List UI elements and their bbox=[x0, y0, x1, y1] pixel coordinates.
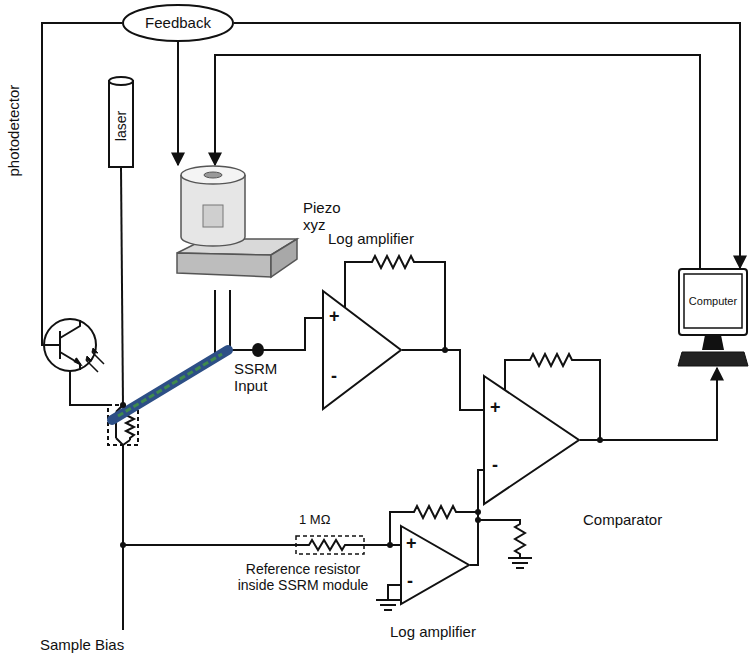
amp-node: +-Log amplifier bbox=[400, 525, 470, 605]
opamp-triangle bbox=[484, 376, 579, 504]
photodetector-symbol bbox=[44, 319, 104, 372]
piezo-node: Piezo xyz bbox=[175, 165, 300, 295]
laser-label: laser bbox=[113, 111, 129, 141]
photodetector-wire bbox=[42, 23, 122, 345]
resistor-note: Reference resistor inside SSRM module bbox=[233, 561, 373, 593]
piezo-body bbox=[181, 175, 245, 246]
diagram-label: SSRM Input bbox=[234, 360, 314, 395]
ground-symbol bbox=[508, 558, 532, 568]
piezo-top bbox=[204, 172, 222, 178]
monitor-screen bbox=[684, 274, 742, 328]
ground-wire bbox=[388, 585, 400, 600]
piezo-label: Piezo xyz bbox=[303, 199, 355, 234]
ref-shape bbox=[295, 535, 365, 555]
ground-symbol bbox=[376, 600, 400, 610]
photodetector-wire bbox=[70, 371, 108, 405]
keyboard bbox=[678, 352, 748, 366]
sample-bias-wire bbox=[122, 445, 124, 630]
sample-bias-wire bbox=[123, 544, 295, 546]
piezo-plate bbox=[177, 253, 271, 277]
opamp-pin-sign: - bbox=[331, 366, 337, 387]
opamp-pin-sign: - bbox=[407, 571, 413, 592]
amp-shape bbox=[483, 375, 580, 505]
piezo-plate bbox=[271, 239, 297, 277]
cantilever bbox=[112, 350, 228, 420]
resistor-symbol bbox=[295, 540, 365, 550]
ellipse-node: Feedback bbox=[122, 4, 234, 42]
opamp-triangle bbox=[401, 526, 469, 604]
ref-node: 1 MΩReference resistor inside SSRM modul… bbox=[295, 535, 365, 555]
opamp-pin-sign: + bbox=[406, 533, 417, 554]
piezo-shape bbox=[175, 165, 300, 295]
resistor-value: 1 MΩ bbox=[299, 513, 330, 528]
piezo-label-plate bbox=[203, 205, 223, 227]
screen-text: Computer bbox=[684, 274, 742, 328]
ground-resistor bbox=[478, 520, 525, 558]
amp-node: Log amplifier+- bbox=[322, 290, 402, 410]
laser-beam bbox=[121, 168, 123, 405]
connector bbox=[177, 42, 179, 165]
piezo-top bbox=[181, 166, 245, 184]
diagram-label: photodetector bbox=[5, 84, 22, 176]
laser-body bbox=[109, 81, 133, 167]
feedback-ellipse bbox=[123, 5, 233, 41]
connector bbox=[234, 23, 740, 268]
dashed-module bbox=[296, 536, 364, 554]
monitor-frame bbox=[679, 269, 747, 335]
opamp-pin-sign: + bbox=[329, 306, 340, 327]
opamp-label: Log amplifier bbox=[390, 623, 476, 640]
wires bbox=[42, 23, 600, 630]
opamp-pin-sign: - bbox=[492, 455, 498, 476]
opamp-label: Log amplifier bbox=[328, 230, 414, 247]
computer-node: Computer bbox=[678, 268, 748, 368]
connector bbox=[402, 350, 483, 410]
amp-node: +-Comparator bbox=[483, 375, 580, 505]
computer-shape bbox=[678, 268, 748, 368]
opamp-triangle bbox=[323, 291, 401, 409]
computer-label: Computer bbox=[689, 295, 737, 308]
diagram-label: Sample Bias bbox=[40, 636, 124, 653]
laser-node: laser bbox=[108, 76, 134, 168]
connector bbox=[365, 544, 400, 546]
ssrm-input-wire bbox=[228, 318, 322, 350]
connector bbox=[580, 368, 717, 440]
opamp-label: Comparator bbox=[583, 511, 662, 528]
monitor-stand bbox=[702, 335, 724, 350]
connector bbox=[215, 55, 700, 268]
opamp-pin-sign: + bbox=[490, 397, 501, 418]
node-label: Feedback bbox=[145, 14, 211, 31]
connector bbox=[470, 470, 483, 565]
laser-top bbox=[109, 77, 133, 85]
